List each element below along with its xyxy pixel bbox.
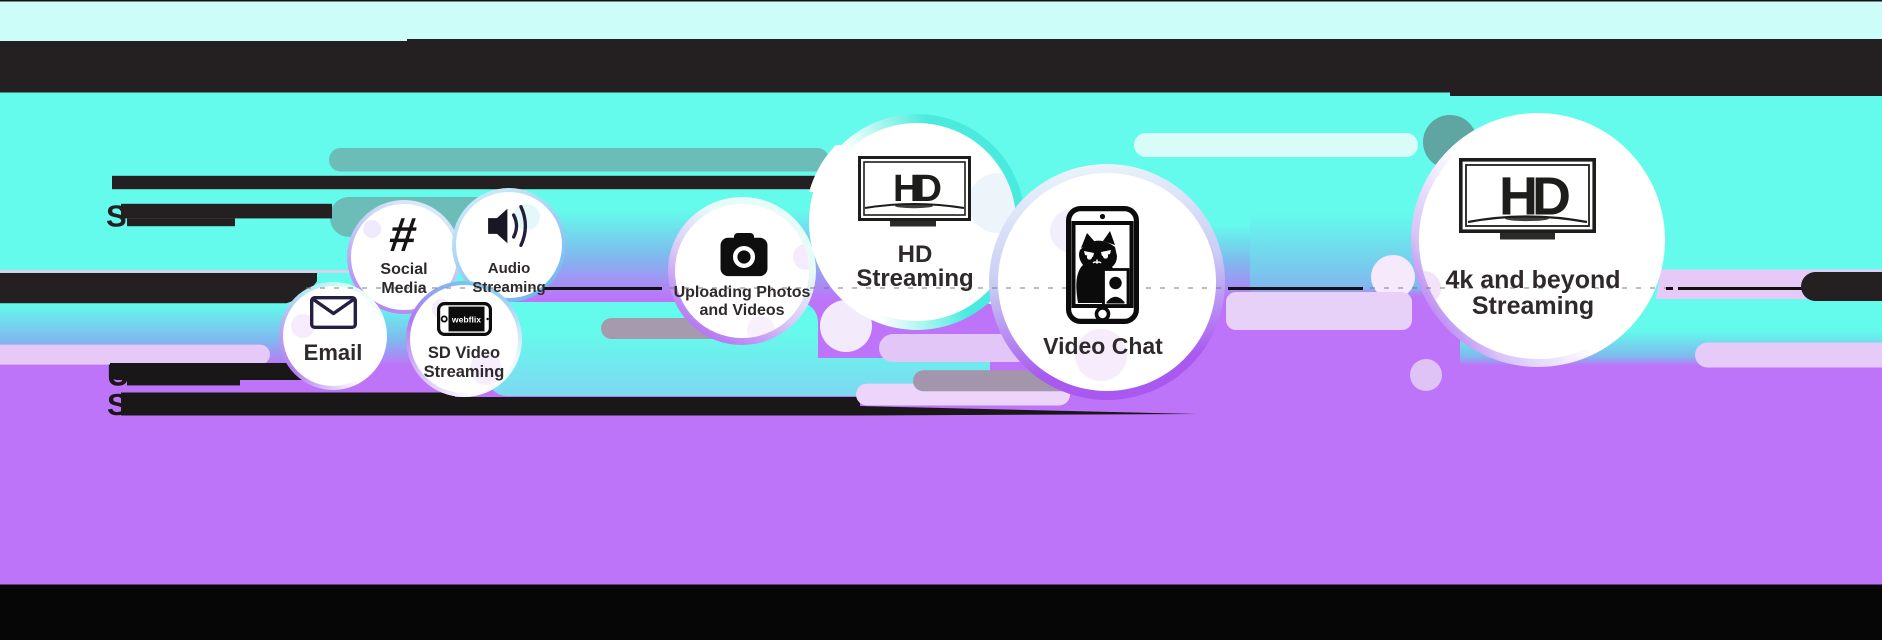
- svg-text:webflix: webflix: [451, 315, 481, 325]
